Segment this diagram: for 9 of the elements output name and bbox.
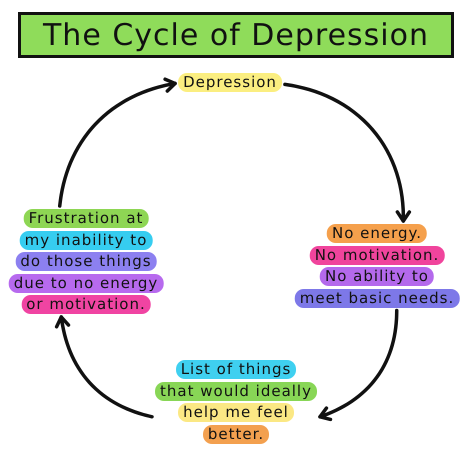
title: The Cycle of Depression xyxy=(18,12,454,58)
curved-arrow xyxy=(318,308,398,422)
highlighted-text: Depression xyxy=(178,73,282,92)
curved-arrow xyxy=(283,82,412,223)
highlighted-text: No energy. No motivation. No ability to meet basic needs. xyxy=(294,224,460,308)
highlighted-text: Frustration at my inability to do those things due to no energy or motivation. xyxy=(8,209,164,314)
curved-arrow xyxy=(54,315,154,419)
curved-arrow xyxy=(58,77,177,208)
highlighted-text: List of things that would ideally help me feel better. xyxy=(155,360,317,444)
